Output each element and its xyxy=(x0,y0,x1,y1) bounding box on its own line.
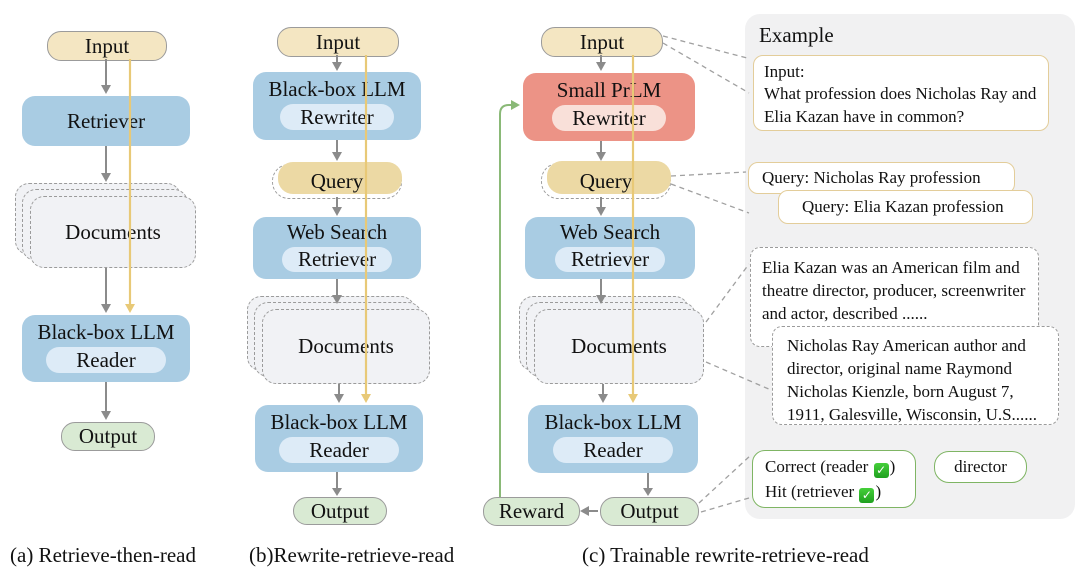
input-node-a: Input xyxy=(47,31,167,61)
check-icon: ✓ xyxy=(859,487,875,503)
example-query-1: Query: Nicholas Ray profession xyxy=(748,162,1015,194)
output-label: Output xyxy=(310,498,370,523)
output-label: Output xyxy=(620,499,679,523)
query-label: Query xyxy=(310,169,364,193)
rewriter-title: Small PrLM xyxy=(556,78,662,102)
reader-title: Black-box LLM xyxy=(270,410,408,434)
rewriter-title: Black-box LLM xyxy=(268,77,406,101)
reader-title: Black-box LLM xyxy=(544,410,682,434)
check-icon: ✓ xyxy=(873,463,889,478)
reward-correct-line: Correct (reader ✓) xyxy=(765,457,896,478)
reader-subpill: Reader xyxy=(46,347,166,374)
example-reward-box: Correct (reader ✓) Hit (retriever ✓) xyxy=(752,450,916,508)
documents-node-a: Documents xyxy=(15,183,196,268)
example-query-2: Query: Elia Kazan profession xyxy=(778,190,1033,224)
documents-label: Documents xyxy=(571,334,667,358)
reader-subpill: Reader xyxy=(553,437,673,464)
query-fill xyxy=(547,161,671,194)
documents-front-layer: Documents xyxy=(534,309,704,384)
output-node-a: Output xyxy=(61,422,155,451)
query-fill xyxy=(278,162,402,194)
reader-node-c: Black-box LLM Reader xyxy=(528,405,698,473)
reader-node-a: Black-box LLM Reader xyxy=(22,315,190,382)
example-query-1-text: Query: Nicholas Ray profession xyxy=(762,167,981,187)
documents-label: Documents xyxy=(298,334,394,358)
reader-node-b: Black-box LLM Reader xyxy=(255,405,423,472)
retriever-subpill: Retriever xyxy=(282,247,392,273)
input-label: Input xyxy=(315,29,361,54)
reward-label: Reward xyxy=(498,499,565,523)
web-search-title: Web Search xyxy=(286,220,388,244)
example-input-text: What profession does Nicholas Ray and El… xyxy=(764,84,1037,126)
query-node-c: Query xyxy=(541,161,671,199)
rewriter-subpill: Rewriter xyxy=(552,105,666,132)
caption-b: (b)Rewrite-retrieve-read xyxy=(249,543,455,567)
documents-label: Documents xyxy=(65,219,161,244)
output-label: Output xyxy=(78,424,138,448)
example-document-2: Nicholas Ray American author and directo… xyxy=(772,326,1059,425)
rewriter-node-b: Black-box LLM Rewriter xyxy=(253,72,421,140)
input-label: Input xyxy=(579,29,625,54)
reward-hit-line: Hit (retriever ✓) xyxy=(765,481,882,503)
example-query-2-text: Query: Elia Kazan profession xyxy=(802,196,1004,216)
example-document-2-text: Nicholas Ray American author and directo… xyxy=(787,336,1038,425)
input-label: Input xyxy=(84,33,130,58)
query-node-b: Query xyxy=(272,162,402,199)
example-answer-text: director xyxy=(954,456,1007,476)
web-search-retriever-node-b: Web Search Retriever xyxy=(253,217,421,279)
caption-c: (c) Trainable rewrite-retrieve-read xyxy=(582,543,869,567)
documents-front-layer: Documents xyxy=(262,309,430,384)
example-title: Example xyxy=(759,23,834,47)
output-node-b: Output xyxy=(293,497,387,525)
example-answer-pill: director xyxy=(934,451,1027,483)
rewriter-subpill: Rewriter xyxy=(280,104,394,131)
input-node-b: Input xyxy=(277,27,399,57)
reader-title: Black-box LLM xyxy=(37,320,175,344)
output-node-c: Output xyxy=(600,497,699,526)
example-document-1-text: Elia Kazan was an American film and thea… xyxy=(762,258,1026,324)
web-search-retriever-node-c: Web Search Retriever xyxy=(525,217,695,279)
reward-node-c: Reward xyxy=(483,497,580,526)
documents-node-c: Documents xyxy=(519,296,704,384)
query-label: Query xyxy=(579,168,633,193)
retriever-node-a: Retriever xyxy=(22,96,190,146)
example-input-box: Input: What profession does Nicholas Ray… xyxy=(753,55,1049,131)
web-search-title: Web Search xyxy=(559,220,661,244)
example-input-label: Input: xyxy=(764,62,805,81)
input-node-c: Input xyxy=(541,27,663,57)
documents-front-layer: Documents xyxy=(30,196,196,268)
reader-subpill: Reader xyxy=(279,437,399,464)
retriever-label: Retriever xyxy=(66,108,146,133)
caption-a: (a) Retrieve-then-read xyxy=(10,543,196,567)
reward-feedback-loop xyxy=(499,100,520,497)
small-prlm-rewriter-node-c: Small PrLM Rewriter xyxy=(523,73,695,141)
retriever-subpill: Retriever xyxy=(555,247,665,273)
documents-node-b: Documents xyxy=(247,296,430,384)
